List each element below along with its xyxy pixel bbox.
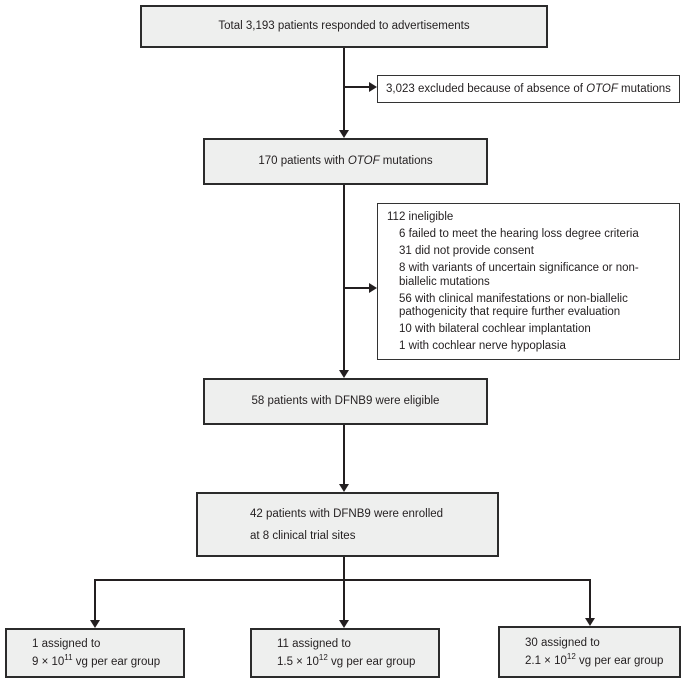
group-assigned-count: 1 assigned to bbox=[32, 638, 101, 650]
flow-box-otof-mutations: 170 patients with OTOF mutations bbox=[203, 138, 488, 185]
connector-branch-excluded bbox=[343, 86, 370, 88]
ineligible-title: 112 ineligible bbox=[387, 211, 454, 223]
ineligible-item: 10 with bilateral cochlear implantation bbox=[399, 323, 591, 335]
gene-otof: OTOF bbox=[347, 155, 380, 168]
arrowhead-right-icon bbox=[369, 82, 377, 92]
flow-box-otof-text: 170 patients with OTOF mutations bbox=[258, 155, 433, 168]
group-dose: 1.5 × 1012 vg per ear group bbox=[277, 653, 416, 668]
connector-to-low-dose bbox=[94, 579, 96, 620]
connector-eligible-to-enrolled bbox=[343, 425, 345, 484]
dose-exponent: 11 bbox=[64, 653, 73, 663]
flow-box-responded: Total 3,193 patients responded to advert… bbox=[140, 5, 548, 48]
gene-otof: OTOF bbox=[586, 82, 618, 95]
connector-branch-ineligible bbox=[343, 287, 370, 289]
flow-box-eligible: 58 patients with DFNB9 were eligible bbox=[203, 378, 488, 425]
arrowhead-down-icon bbox=[90, 620, 100, 628]
arrowhead-down-icon bbox=[339, 484, 349, 492]
flow-box-excluded: 3,023 excluded because of absence of OTO… bbox=[377, 75, 680, 103]
ineligible-item: 6 failed to meet the hearing loss degree… bbox=[399, 228, 639, 240]
connector-enrolled-stem bbox=[343, 557, 345, 581]
connector-to-high-dose bbox=[589, 579, 591, 618]
group-dose: 9 × 1011 vg per ear group bbox=[32, 653, 161, 668]
ineligible-item: 1 with cochlear nerve hypoplasia bbox=[399, 340, 566, 352]
ineligible-item: 8 with variants of uncertain significanc… bbox=[399, 262, 639, 288]
arrowhead-right-icon bbox=[369, 283, 377, 293]
group-assigned-count: 11 assigned to bbox=[277, 638, 351, 650]
flow-box-group-low-dose: 1 assigned to 9 × 1011 vg per ear group bbox=[5, 628, 185, 678]
flow-box-enrolled: 42 patients with DFNB9 were enrolled at … bbox=[196, 492, 499, 557]
group-dose: 2.1 × 1012 vg per ear group bbox=[525, 652, 664, 667]
flow-box-ineligible: 112 ineligible 6 failed to meet the hear… bbox=[377, 203, 680, 360]
flow-box-eligible-text: 58 patients with DFNB9 were eligible bbox=[251, 395, 440, 408]
arrowhead-down-icon bbox=[339, 130, 349, 138]
flow-box-enrolled-line1: 42 patients with DFNB9 were enrolled bbox=[250, 507, 444, 520]
group-assigned-count: 30 assigned to bbox=[525, 637, 600, 649]
arrowhead-down-icon bbox=[339, 620, 349, 628]
connector-top-to-otof bbox=[343, 48, 345, 130]
dose-exponent: 12 bbox=[566, 652, 576, 662]
flow-box-enrolled-line2: at 8 clinical trial sites bbox=[250, 529, 356, 542]
connector-otof-to-eligible bbox=[343, 185, 345, 370]
dose-exponent: 12 bbox=[318, 653, 328, 663]
flow-box-responded-text: Total 3,193 patients responded to advert… bbox=[218, 20, 470, 33]
flow-box-excluded-text: 3,023 excluded because of absence of OTO… bbox=[386, 82, 671, 95]
connector-split-rail bbox=[94, 579, 591, 581]
arrowhead-down-icon bbox=[339, 370, 349, 378]
flow-box-group-mid-dose: 11 assigned to 1.5 × 1012 vg per ear gro… bbox=[250, 628, 440, 678]
connector-to-mid-dose bbox=[343, 581, 345, 620]
ineligible-item: 31 did not provide consent bbox=[399, 245, 534, 257]
flow-box-group-high-dose: 30 assigned to 2.1 × 1012 vg per ear gro… bbox=[498, 626, 681, 678]
ineligible-item: 56 with clinical manifestations or non-b… bbox=[399, 292, 628, 319]
arrowhead-down-icon bbox=[585, 618, 595, 626]
